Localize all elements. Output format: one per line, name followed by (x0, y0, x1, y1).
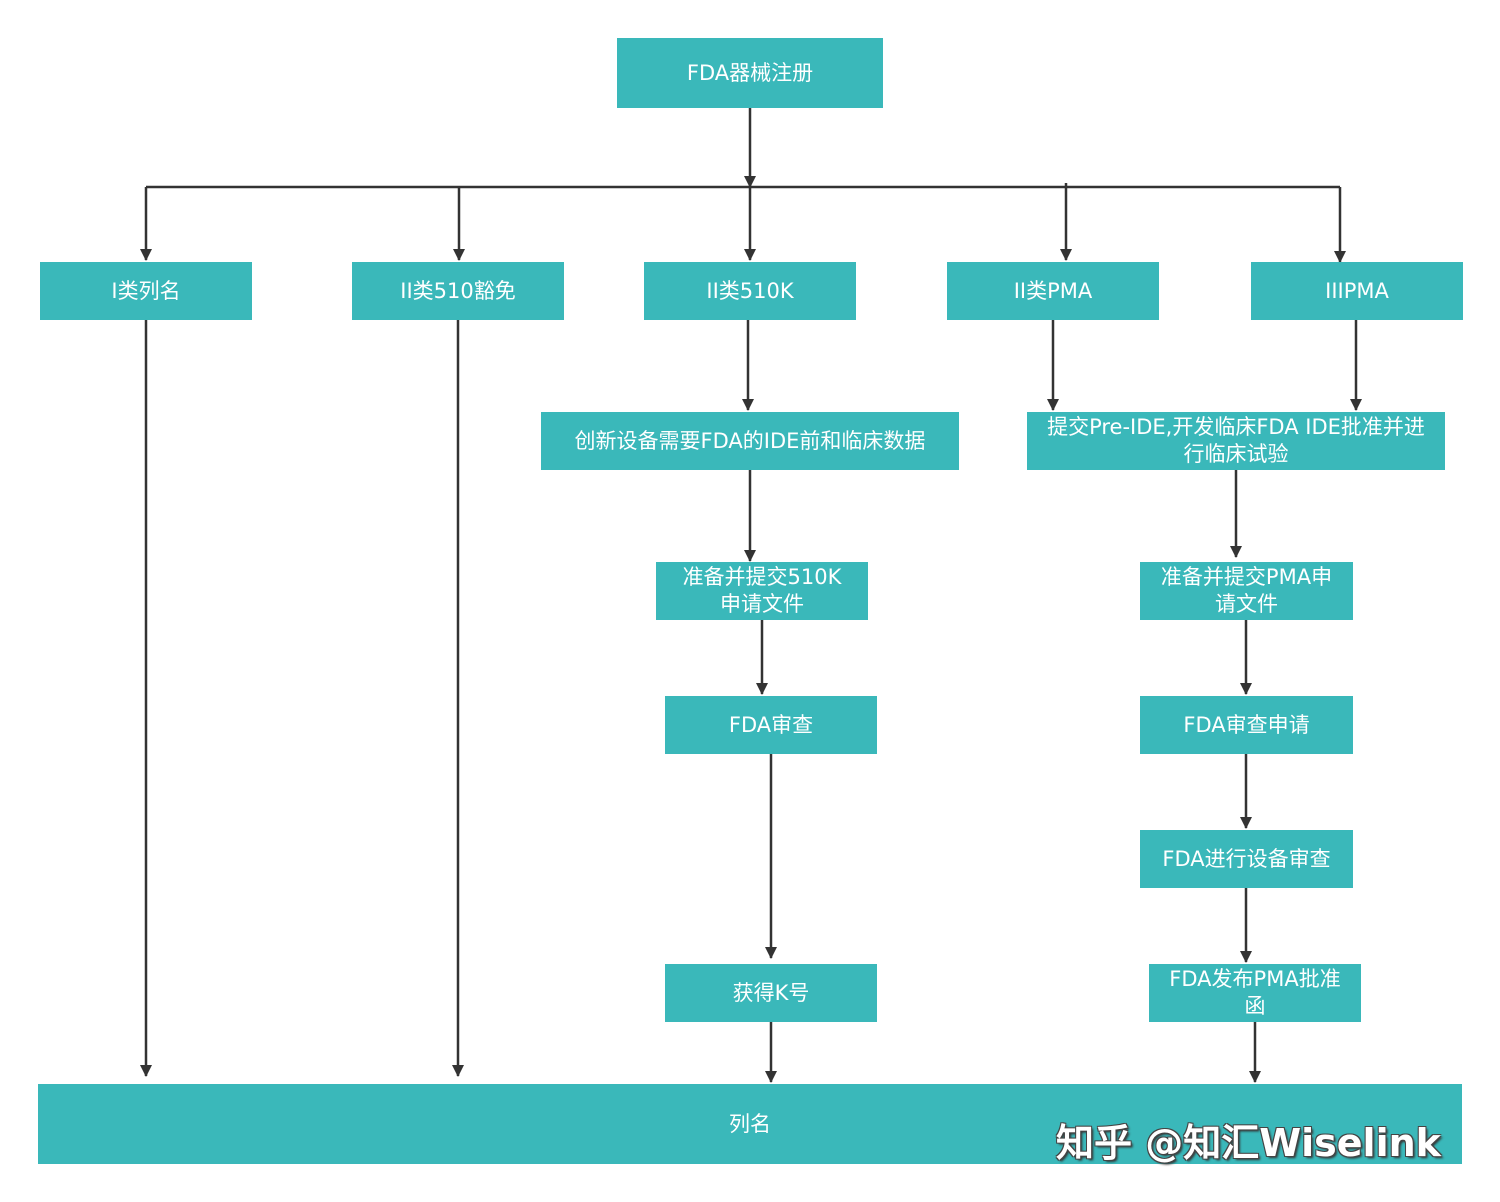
node-obtain-k-number: 获得K号 (665, 964, 877, 1022)
node-innovative-ide-data: 创新设备需要FDA的IDE前和临床数据 (541, 412, 959, 470)
node-pre-ide-clinical-trial: 提交Pre-IDE,开发临床FDA IDE批准并进行临床试验 (1027, 412, 1445, 470)
node-listing: 列名 (38, 1084, 1462, 1164)
node-fda-pma-approval-letter: FDA发布PMA批准函 (1149, 964, 1361, 1022)
node-class2-510k: II类510K (644, 262, 856, 320)
node-fda-device-registration: FDA器械注册 (617, 38, 883, 108)
node-prepare-510k-submission: 准备并提交510K申请文件 (656, 562, 868, 620)
node-fda-review: FDA审查 (665, 696, 877, 754)
node-fda-device-review: FDA进行设备审查 (1140, 830, 1353, 888)
node-class2-510-exempt: II类510豁免 (352, 262, 564, 320)
node-fda-review-application: FDA审查申请 (1140, 696, 1353, 754)
node-class2-pma: II类PMA (947, 262, 1159, 320)
node-class3-pma: IIIPMA (1251, 262, 1463, 320)
watermark: 知乎 @知汇Wiselink (1056, 1121, 1441, 1165)
node-class1-listing: I类列名 (40, 262, 252, 320)
node-prepare-pma-submission: 准备并提交PMA申请文件 (1140, 562, 1353, 620)
